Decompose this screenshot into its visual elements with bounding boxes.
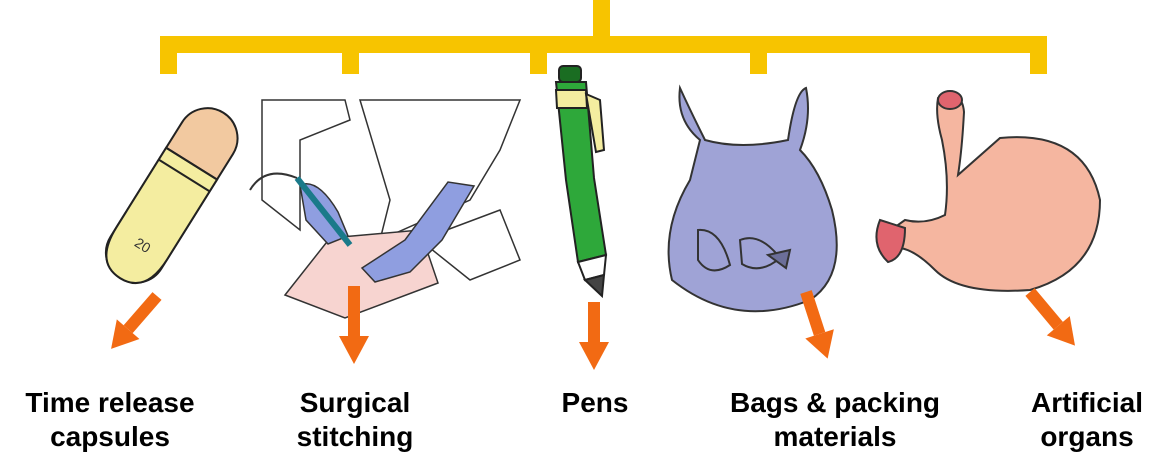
capsule-icon: 20 [95, 97, 249, 294]
label-line: stitching [270, 420, 440, 453]
label-pens: Pens [540, 386, 650, 420]
bag-icon [669, 88, 837, 311]
stomach-icon [876, 91, 1100, 291]
label-line: capsules [0, 420, 220, 453]
arrow-pens [579, 302, 609, 370]
label-line: materials [700, 420, 970, 453]
yellow-bracket [160, 0, 1047, 74]
arrow-capsules [100, 286, 169, 359]
surgeon-icon [250, 100, 520, 318]
label-bags-packing-materials: Bags & packing materials [700, 386, 970, 453]
label-line: Time release [0, 386, 220, 420]
label-line: Surgical [270, 386, 440, 420]
label-time-release-capsules: Time release capsules [0, 386, 220, 453]
arrow-organs [1019, 282, 1087, 355]
label-line: organs [1010, 420, 1164, 453]
label-artificial-organs: Artificial organs [1010, 386, 1164, 453]
label-surgical-stitching: Surgical stitching [270, 386, 440, 453]
label-line: Pens [540, 386, 650, 420]
label-line: Artificial [1010, 386, 1164, 420]
label-line: Bags & packing [700, 386, 970, 420]
orange-arrows [100, 282, 1087, 370]
pen-icon [556, 66, 606, 296]
